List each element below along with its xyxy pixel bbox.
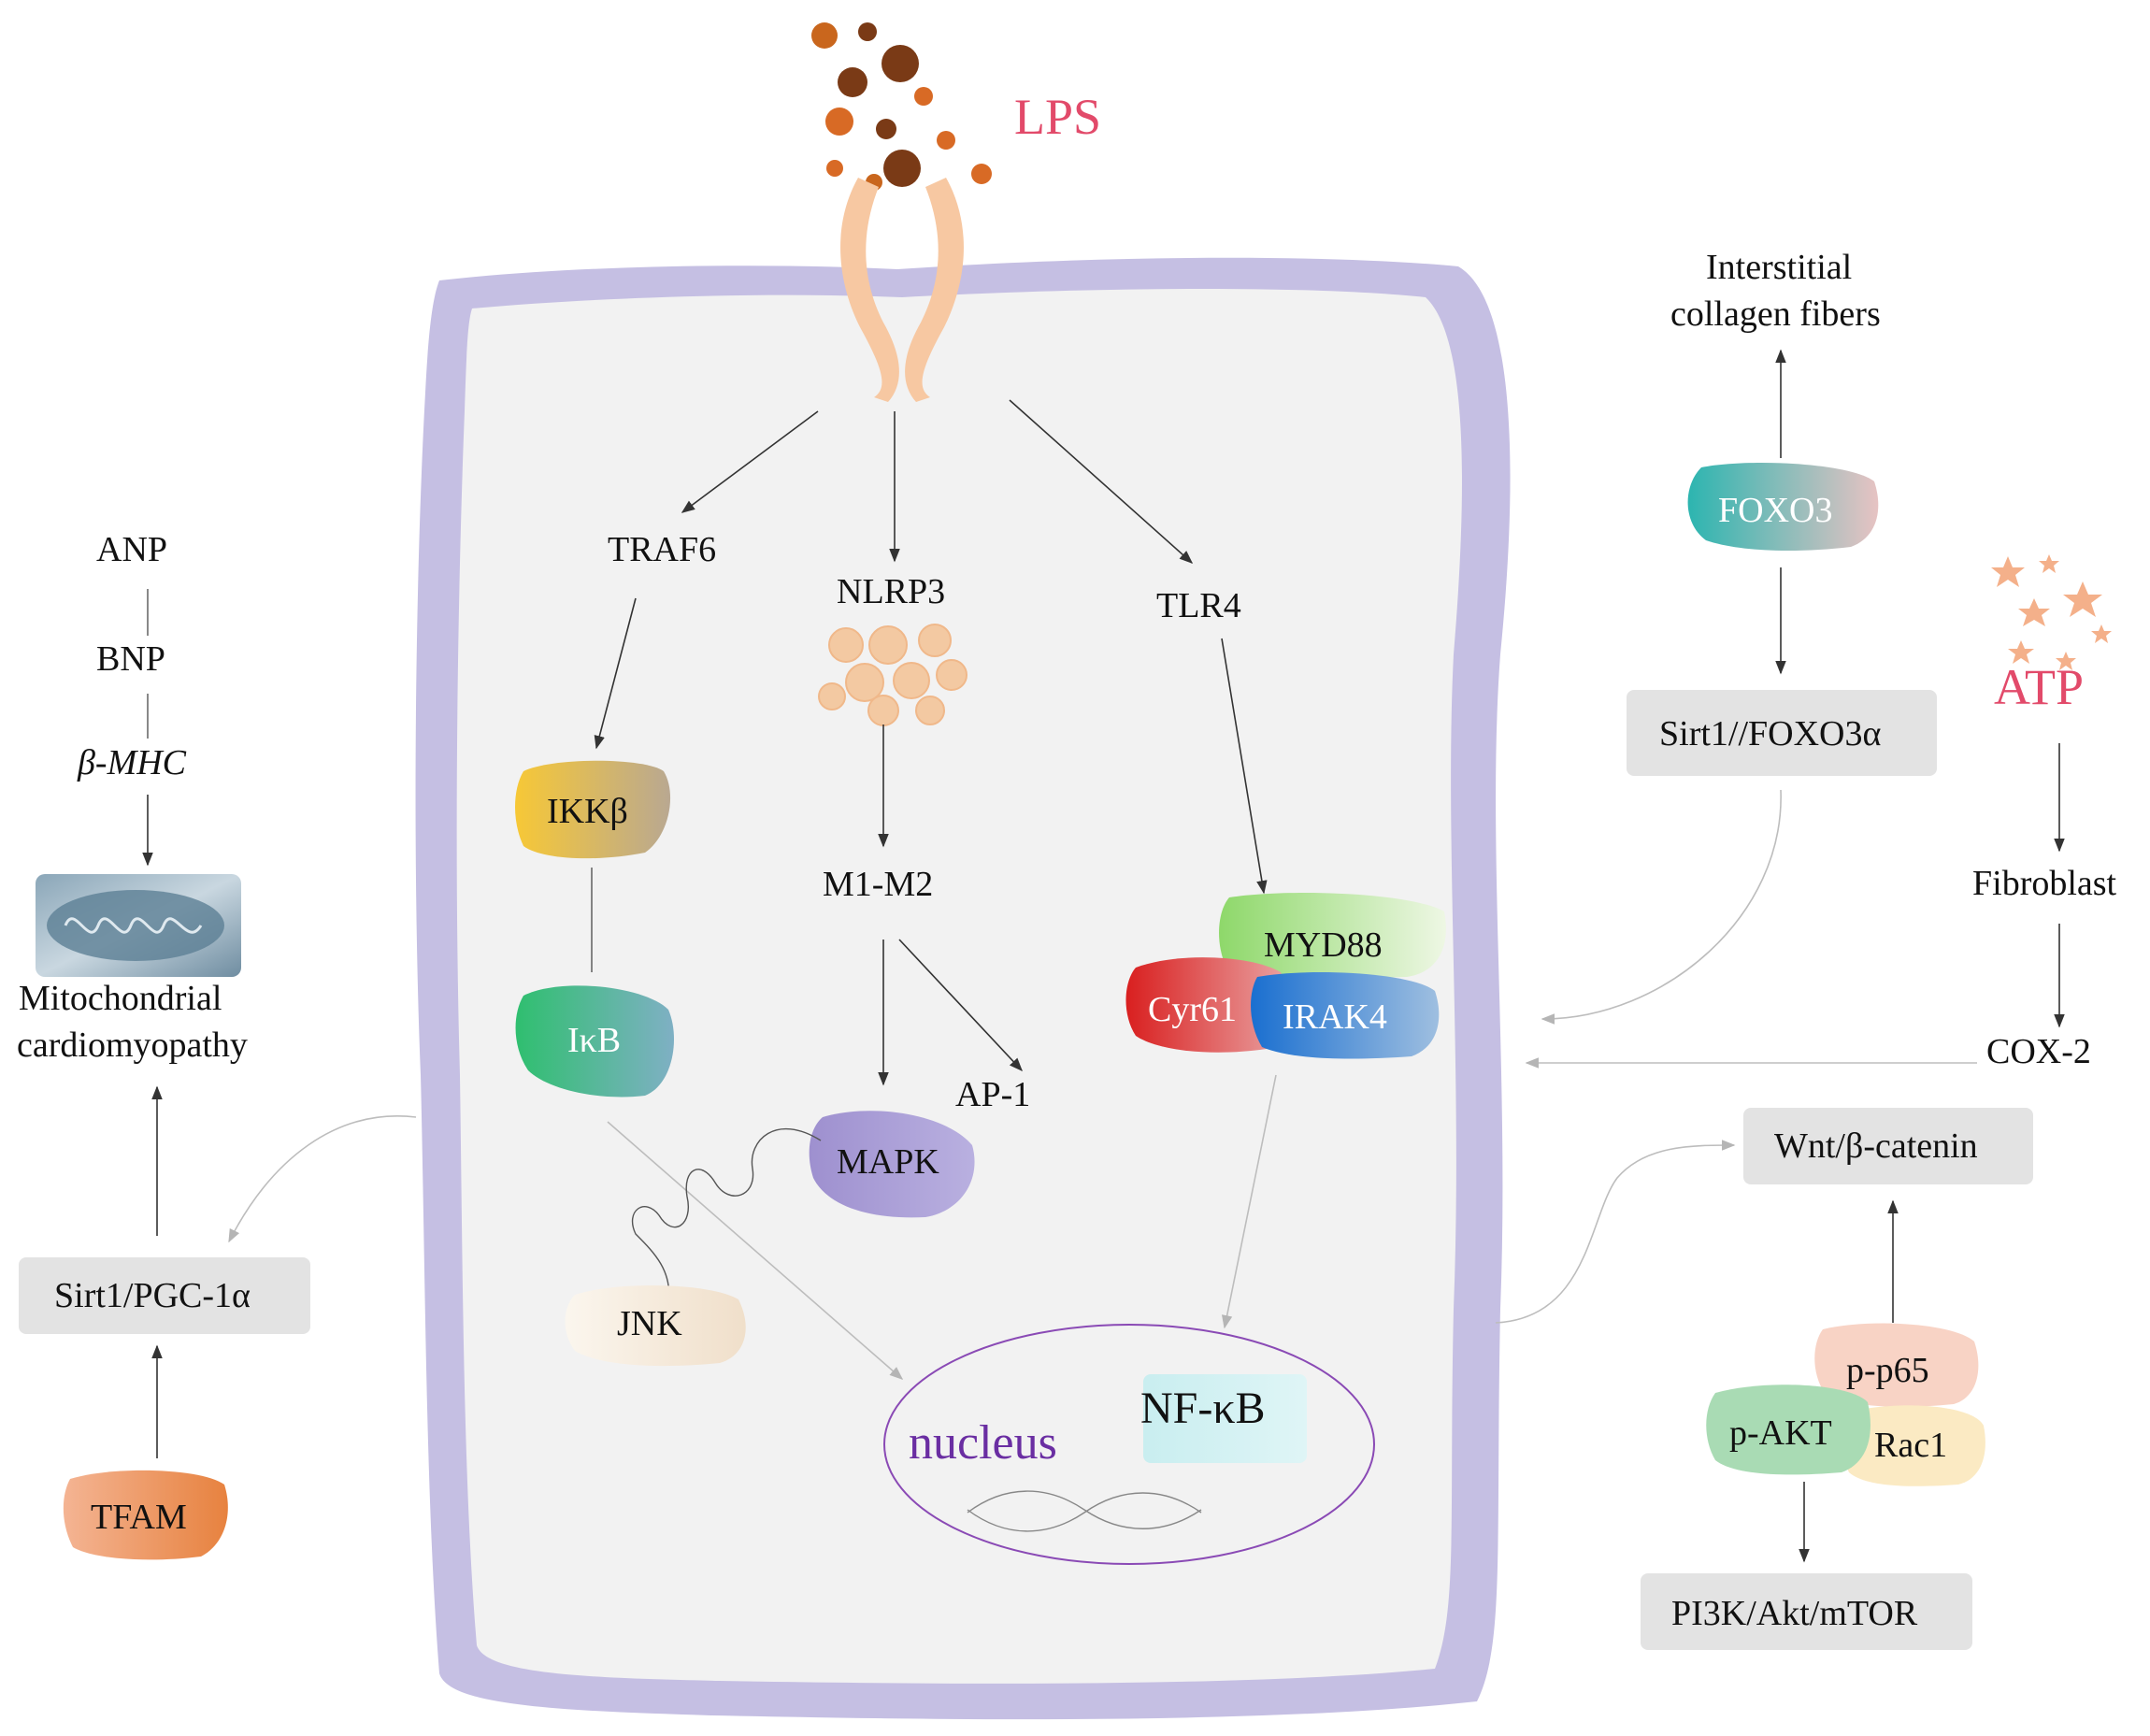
nucleus-label: nucleus [909, 1416, 1057, 1470]
arrow-m1m2-ap1 [898, 939, 1023, 1072]
arrow-cell-wnt [1495, 1140, 1736, 1324]
sirt1-foxo-box [1627, 690, 1937, 776]
lps-label: LPS [1014, 89, 1101, 145]
pi3k-box [1641, 1573, 1972, 1650]
sirt1-foxo-label: Sirt1//FOXO3α [1659, 714, 1881, 753]
lps-particles [811, 22, 992, 191]
traf6-label: TRAF6 [608, 530, 716, 569]
pakt-blob [1706, 1384, 1870, 1475]
irak4-label: IRAK4 [1283, 997, 1387, 1037]
atp-label: ATP [1994, 659, 2084, 715]
ap1-label: AP-1 [955, 1075, 1030, 1114]
arrow-traf6-ikkb [594, 597, 637, 750]
anp-label: ANP [96, 530, 167, 569]
m1m2-label: M1-M2 [823, 865, 933, 904]
arrow-cell-sirt1pgc [228, 1115, 417, 1243]
pp65-blob [1814, 1323, 1979, 1407]
wnt-box [1743, 1108, 2033, 1184]
nfkb-label: NF-κB [1140, 1384, 1266, 1433]
bmhc-label: β-MHC [77, 743, 187, 782]
receptor-icon [840, 178, 964, 402]
nlrp3-label: NLRP3 [837, 572, 945, 611]
collagen-label-line1: Interstitial [1706, 248, 1852, 287]
jnk-label: JNK [617, 1304, 682, 1343]
inflammasome-icon [818, 624, 968, 726]
fibroblast-label: Fibroblast [1972, 864, 2117, 903]
collagen-label-line2: collagen fibers [1670, 294, 1881, 334]
mapk-jnk-coil [631, 1128, 822, 1323]
jnk-blob [565, 1284, 746, 1367]
atp-stars-icon [1991, 554, 2112, 670]
mito-label-line1: Mitochondrial [19, 979, 222, 1018]
nucleus-outline [883, 1324, 1375, 1565]
bnp-label: BNP [96, 639, 165, 679]
foxo3-label: FOXO3 [1718, 491, 1832, 530]
sirt1-pgc-label: Sirt1/PGC-1α [54, 1276, 251, 1315]
mapk-blob [809, 1111, 975, 1218]
pp65-label: p-p65 [1846, 1351, 1929, 1390]
tfam-label: TFAM [91, 1498, 187, 1537]
ikkb-blob [515, 760, 671, 859]
foxo3-blob [1687, 463, 1879, 552]
arrow-receptor-traf6 [681, 410, 819, 513]
mapk-label: MAPK [837, 1142, 939, 1182]
arrow-tlr4-myd88 [1221, 638, 1268, 895]
cyr61-blob [1125, 957, 1289, 1053]
dna-icon [967, 1490, 1202, 1532]
arrow-ikb-nucleus [607, 1121, 904, 1380]
tfam-blob [63, 1470, 228, 1560]
rac1-blob [1842, 1405, 1985, 1486]
ikb-label: IκB [567, 1021, 621, 1060]
cox2-label: COX-2 [1986, 1032, 2091, 1071]
pakt-label: p-AKT [1729, 1413, 1832, 1453]
ikkb-label: IKKβ [547, 792, 628, 831]
cyr61-label: Cyr61 [1148, 990, 1237, 1029]
pi3k-label: PI3K/Akt/mTOR [1671, 1594, 1918, 1633]
arrow-receptor-tlr4 [1009, 399, 1194, 564]
wnt-label: Wnt/β-catenin [1774, 1126, 1978, 1166]
sirt1-pgc-box [19, 1257, 310, 1334]
mitochondria-icon [36, 874, 241, 977]
rac1-label: Rac1 [1874, 1426, 1947, 1465]
arrow-irak4-nucleus [1221, 1074, 1277, 1329]
ikb-blob [515, 985, 675, 1098]
tlr4-label: TLR4 [1156, 586, 1241, 625]
myd88-blob [1219, 893, 1446, 979]
myd88-label: MYD88 [1264, 925, 1383, 965]
arrow-sirt1foxo-cell [1541, 789, 1782, 1025]
nfkb-box [1143, 1374, 1307, 1463]
mito-label-line2: cardiomyopathy [17, 1026, 248, 1065]
irak4-blob [1251, 972, 1440, 1059]
